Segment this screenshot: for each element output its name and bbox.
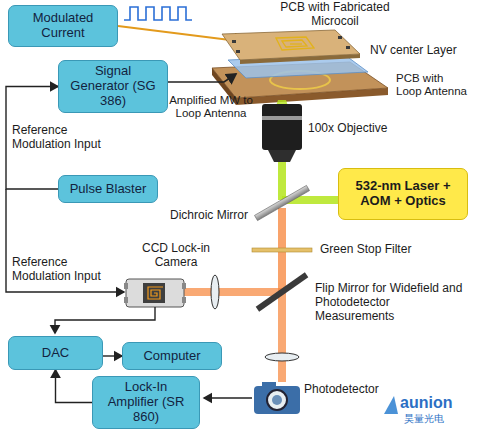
green-stop-filter — [252, 248, 312, 252]
flip-mirror — [256, 272, 309, 311]
part-label: Green Stop Filter — [320, 243, 450, 257]
lens — [265, 353, 299, 361]
connector — [103, 355, 122, 356]
laser-box: 532-nm Laser + AOM + Optics — [338, 168, 468, 220]
part-label: Dichroic Mirror — [150, 209, 248, 223]
red-beam — [278, 292, 286, 382]
part-label: CCD Lock-in Camera — [128, 242, 224, 270]
watermark-logo — [384, 396, 398, 414]
reference-wire — [6, 189, 124, 292]
photodetector — [254, 382, 300, 414]
process-box: Modulated Current — [8, 5, 118, 47]
detector-wire — [204, 397, 252, 398]
microcoil — [276, 37, 314, 50]
node-label: Modulated Current — [15, 11, 111, 41]
objective-ring — [262, 116, 302, 120]
signal-label: Reference Modulation Input — [12, 256, 122, 284]
instrument-box: DAC — [8, 336, 103, 370]
objective-tip — [268, 150, 296, 162]
instrument-box: Signal Generator (SG 386) — [58, 60, 168, 113]
part-label: Photodetector — [304, 383, 384, 397]
ccd-camera — [124, 279, 186, 307]
lens — [211, 275, 219, 309]
node-text-group: Signal Generator (SG 386) — [65, 64, 161, 109]
objective — [262, 104, 302, 150]
green-beam — [278, 162, 286, 200]
node-label: Pulse Blaster — [70, 182, 147, 197]
part-label: NV center Layer — [370, 44, 470, 58]
square-wave — [124, 7, 192, 20]
node-text-group: Pulse Blaster — [70, 182, 147, 197]
watermark: 昊量光电 — [404, 413, 464, 425]
camera-wire — [55, 307, 155, 333]
node-label: DAC — [42, 346, 69, 361]
microcoil-pcb — [222, 30, 360, 60]
computer-box: Computer — [122, 342, 222, 370]
node-text-group: Computer — [143, 349, 200, 364]
mw-wire — [168, 74, 236, 82]
edge-label: Reference Modulation Input — [12, 124, 122, 152]
node-label: Computer — [143, 349, 200, 364]
node-label: Lock-In Amplifier (SR 860) — [99, 380, 193, 425]
connector — [56, 370, 93, 403]
node-label: 532-nm Laser + AOM + Optics — [345, 179, 461, 209]
dichroic-mirror — [255, 185, 310, 220]
pcb-pads — [232, 36, 350, 53]
watermark: aunion — [400, 394, 470, 412]
part-label: 100x Objective — [308, 122, 418, 136]
instrument-box: Pulse Blaster — [58, 175, 158, 203]
node-text-group: DAC — [42, 346, 69, 361]
signal-label: Amplified MW to Loop Antenna — [164, 94, 258, 120]
part-label: PCB with Fabricated Microcoil — [265, 1, 405, 29]
node-text-group: Lock-In Amplifier (SR 860) — [99, 380, 193, 425]
part-label: PCB with Loop Antenna — [396, 72, 472, 98]
instrument-box: Lock-In Amplifier (SR 860) — [92, 376, 200, 429]
red-beam — [184, 288, 282, 296]
node-text-group: Modulated Current — [15, 11, 111, 41]
part-label: Flip Mirror for Widefield and Photodetec… — [315, 282, 467, 323]
node-label: Signal Generator (SG 386) — [65, 64, 161, 109]
node-text-group: 532-nm Laser + AOM + Optics — [345, 179, 461, 209]
